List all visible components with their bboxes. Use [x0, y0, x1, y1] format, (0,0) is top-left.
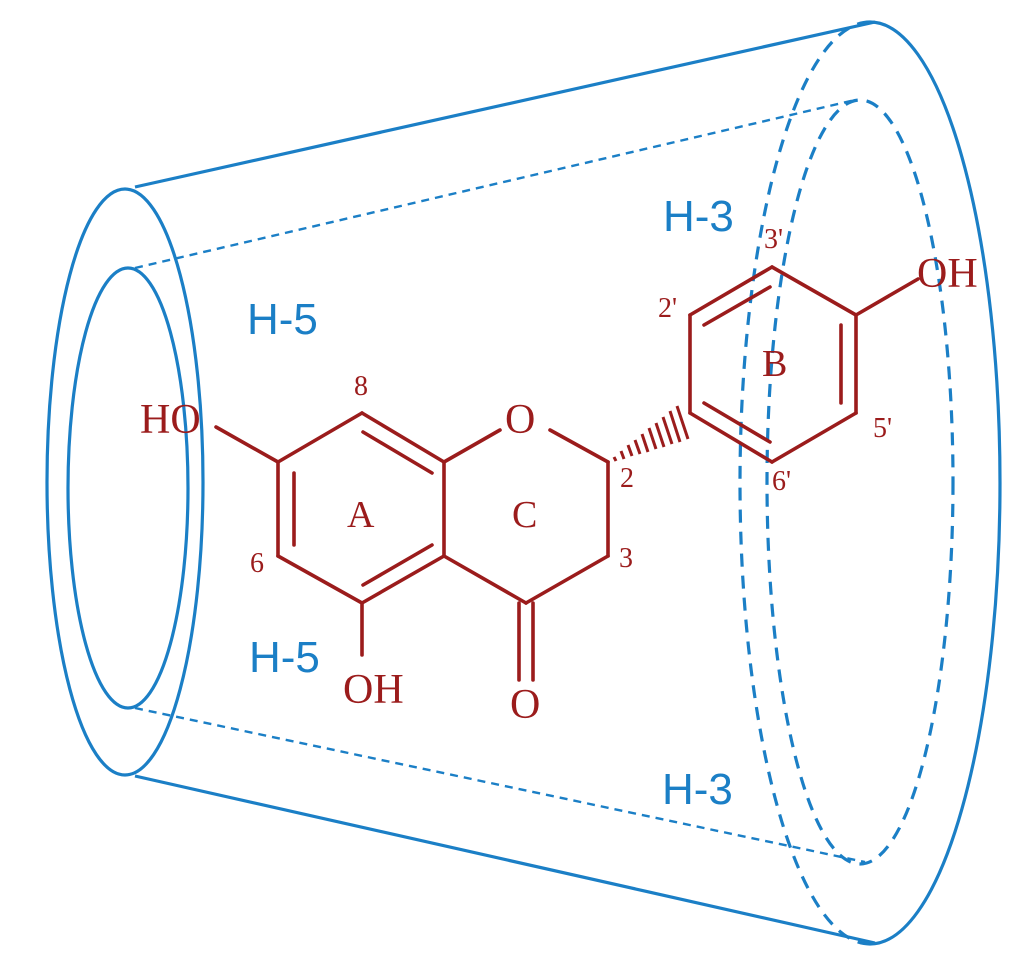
bond-c4-c4a: [442, 554, 528, 605]
cone-large-rim-inner: [765, 98, 955, 866]
ring-label-b: B: [762, 343, 787, 385]
bond-c8a-o1: [442, 428, 502, 464]
position-3-prime: 3': [764, 224, 783, 255]
bond-c5-c6: [276, 554, 364, 605]
atom-oh-bottom: OH: [343, 667, 404, 713]
cone-small-rim-outer: [45, 187, 205, 777]
hashed-wedge-bond: [612, 405, 690, 462]
label-h5-top: H-5: [247, 295, 318, 344]
bond-c4p-oh: [854, 277, 920, 317]
atom-ho-left: HO: [140, 397, 201, 443]
position-6: 6: [250, 548, 264, 579]
bond-c7-c8: [276, 411, 364, 464]
bond-c3-c4: [524, 554, 610, 605]
bond-c4a-c5-inner: [361, 543, 434, 587]
atom-ring-o: O: [505, 397, 535, 443]
atom-carbonyl-o: O: [510, 682, 540, 728]
bond-c8-c8a: [360, 411, 446, 464]
bond-ho-c7: [214, 425, 280, 464]
cone-small-rim-inner: [66, 266, 190, 710]
bond-c6p-c1p-inner: [702, 401, 772, 444]
bond-c8-c8a-inner: [361, 430, 434, 475]
atom-oh-right: OH: [917, 251, 978, 297]
cone-inner-bottom-edge: [134, 706, 866, 864]
ring-label-a: A: [347, 494, 375, 536]
position-5-prime: 5': [873, 413, 892, 444]
label-h3-top: H-3: [663, 192, 734, 241]
cone-inner-top-edge: [134, 98, 856, 270]
label-h3-bottom: H-3: [662, 765, 733, 814]
ring-label-c: C: [512, 494, 537, 536]
bond-c2p-c3p: [688, 265, 774, 317]
position-6-prime: 6': [772, 466, 791, 497]
position-8: 8: [354, 371, 368, 402]
cone-large-rim-back: [738, 20, 871, 946]
position-3: 3: [619, 543, 633, 574]
bond-c6p-c1p: [688, 411, 774, 464]
bond-o1-c2: [548, 428, 610, 464]
bond-c4a-c5: [360, 554, 446, 605]
cone-bottom-edge: [134, 774, 876, 945]
bond-c3p-c4p: [770, 265, 858, 317]
cyclodextrin-cone: [45, 20, 1002, 946]
cone-top-edge: [134, 20, 876, 189]
bond-c5p-c6p: [770, 411, 858, 464]
bond-c2p-c3p-inner: [702, 285, 772, 327]
cone-large-rim-front: [869, 20, 1002, 946]
molecule-bonds: [214, 265, 920, 682]
position-2-prime: 2': [658, 293, 677, 324]
label-h5-bottom: H-5: [249, 633, 320, 682]
position-2: 2: [620, 463, 634, 494]
